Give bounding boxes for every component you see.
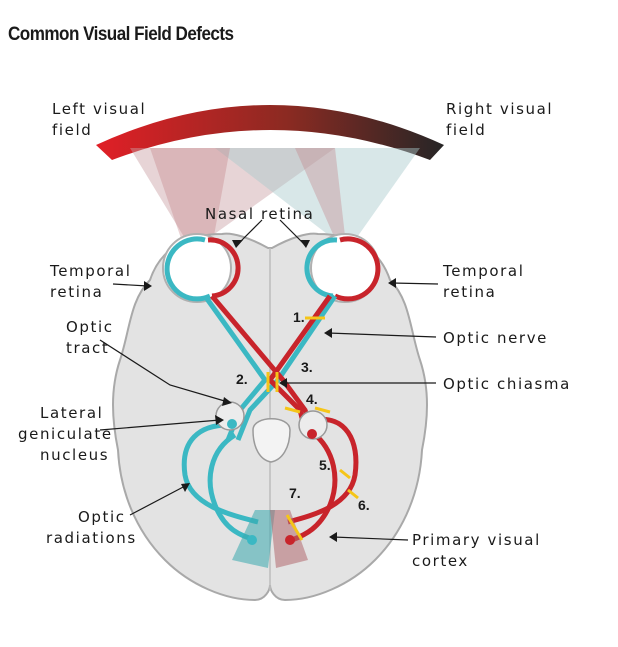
temporal-retina-right-label-2: retina [443,283,496,301]
lgn-label-1: Lateral [40,404,103,422]
lesion-5-marker [339,468,351,480]
right-visual-field-label-2: field [446,121,486,139]
right-eye-retina-red [333,236,381,302]
optic-radiations-label-1: Optic [78,508,126,526]
left-lgn-dot [227,419,237,429]
lesion-number-6: 6. [358,497,370,513]
leader-optic-radiations [129,484,188,516]
left-eye-retina-red [207,237,241,299]
lesion-7-marker [285,514,304,541]
optic-radiations-label-2: radiations [46,529,137,547]
arrow-lgn [215,415,224,425]
arrowheads [144,240,396,542]
lesion-number-2: 2. [236,371,248,387]
optic-tract-label-1: Optic [66,318,114,336]
left-cortex-node [247,535,257,545]
visual-field-arc [96,105,444,160]
lesion-number-3: 3. [301,359,313,375]
lgn-label-3: nucleus [40,446,109,464]
nasal-retina-label: Nasal retina [205,205,314,223]
lesion-number-5: 5. [319,457,331,473]
lesion-4-marker-b [314,406,331,414]
cyan-radiation-upper [181,422,259,525]
arrow-optic-radiations [181,483,190,492]
primary-cortex-label-1: Primary visual [412,531,541,549]
lesion-number-4: 4. [306,391,318,407]
right-eye-retina-cyan [304,237,338,299]
right-visual-field-label-1: Right visual [446,100,553,118]
leader-lgn [99,419,221,431]
leader-optic-tract [99,339,229,403]
arrow-nasal-left [232,240,243,248]
temporal-retina-left-label-2: retina [50,283,103,301]
page-title: Common Visual Field Defects [8,24,234,45]
right-eye-red-beam [295,148,350,280]
cyan-pathway-right-nerve [235,294,338,441]
arrow-temporal-right [388,278,396,288]
cyan-radiation-lower [207,432,256,543]
leader-temporal-left [112,283,149,287]
arrow-nasal-right [300,240,310,248]
arrow-primary-cortex [329,532,337,542]
arrow-temporal-left [144,281,152,291]
optic-chiasma-label: Optic chiasma [443,375,571,393]
temporal-retina-right-label-1: Temporal [442,262,524,280]
left-visual-field-label-2: field [52,121,92,139]
primary-cortex-label-2: cortex [412,552,469,570]
lgn-label-2: geniculate [18,425,113,443]
right-field-projection [215,148,420,250]
arrow-optic-tract [222,397,232,406]
lesion-markers [266,316,359,541]
optic-nerve-label: Optic nerve [443,329,548,347]
right-lgn [298,410,328,440]
left-visual-field-label-1: Left visual [52,100,146,118]
leader-optic-nerve [327,332,437,338]
arrow-optic-nerve [324,328,332,338]
lesion-number-1: 1. [293,309,305,325]
red-radiation-upper [287,416,359,525]
right-cortex-node [285,535,295,545]
left-eye [162,233,232,303]
lesion-4-marker-a [284,406,301,414]
leader-primary-cortex [332,536,409,541]
left-eye-retina-cyan [164,236,212,302]
red-radiation-lower [291,430,338,543]
lesion-6-marker [347,488,359,500]
lesion-number-7: 7. [289,485,301,501]
leader-temporal-right [391,282,439,285]
right-lgn-dot [307,429,317,439]
left-field-projection [130,148,335,250]
brainstem [252,418,291,463]
arrow-optic-chiasma [279,378,287,388]
temporal-retina-left-label-1: Temporal [49,262,131,280]
optic-tract-label-2: tract [66,339,109,357]
